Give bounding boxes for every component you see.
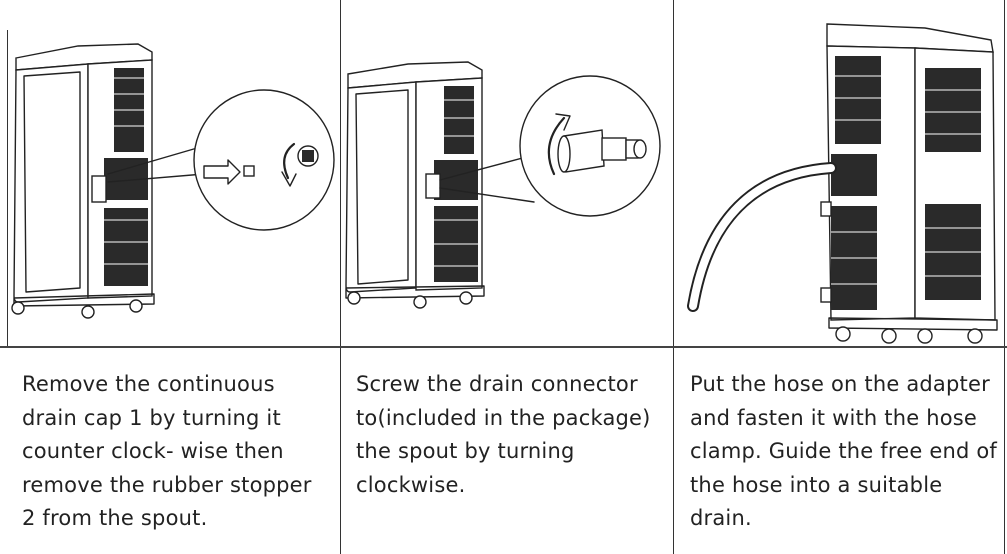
divider-right-edge: [1004, 0, 1005, 554]
divider-row: [0, 346, 1007, 348]
caption-text: Put the hose on the adapter and fasten i…: [690, 372, 998, 530]
divider-col-2: [673, 0, 674, 554]
air-conditioner-unit-icon: [820, 23, 998, 344]
magnifier-circle-icon: [193, 89, 335, 231]
figure-screw-connector: [342, 6, 672, 346]
divider-left-edge: [7, 30, 8, 348]
caption-step-3: Put the hose on the adapter and fasten i…: [690, 368, 1000, 536]
caption-step-2: Screw the drain connector to(included in…: [356, 368, 666, 502]
caption-text: Screw the drain connector to(included in…: [356, 372, 651, 497]
caption-text: Remove the continuous drain cap 1 by tur…: [22, 372, 312, 530]
caption-step-1: Remove the continuous drain cap 1 by tur…: [22, 368, 332, 536]
figure-attach-hose: [675, 6, 1003, 346]
figure-remove-cap: [8, 6, 338, 346]
air-conditioner-unit-icon: [11, 43, 155, 319]
air-conditioner-unit-icon: [345, 61, 485, 309]
drain-hose-icon: [687, 162, 837, 312]
divider-col-1: [340, 0, 341, 554]
magnifier-circle-icon: [519, 75, 661, 217]
